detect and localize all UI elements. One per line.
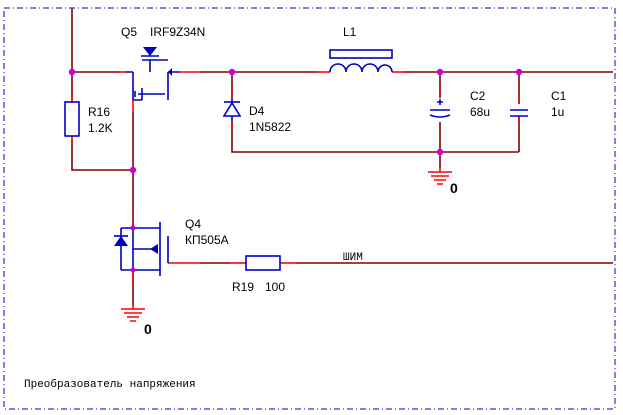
ground-label-bottom: 0	[144, 321, 152, 337]
q4-value: КП505А	[185, 233, 229, 247]
c2-capacitor	[429, 99, 451, 118]
d4-value: 1N5822	[249, 120, 291, 134]
r19-value: 100	[265, 280, 285, 294]
page-border	[3, 7, 616, 410]
r19-ref: R19	[232, 280, 254, 294]
schematic-title: Преобразователь напряжения	[24, 378, 196, 391]
r19-resistor	[245, 255, 281, 271]
pin-stubs	[71, 71, 520, 280]
l1-body	[329, 49, 393, 59]
ground-symbol-top	[428, 168, 452, 185]
r16-resistor	[64, 101, 80, 137]
c1-ref: C1	[551, 89, 567, 103]
l1-ref: L1	[343, 25, 357, 39]
q4-ref: Q4	[185, 217, 201, 231]
q5-mosfet	[126, 47, 180, 101]
c2-ref: C2	[470, 89, 486, 103]
ground-label-top: 0	[450, 180, 458, 196]
l1-inductor	[329, 63, 393, 73]
ground-symbol-bottom	[121, 305, 145, 322]
q5-ref: Q5	[121, 25, 137, 39]
q5-value: IRF9Z34N	[150, 25, 205, 39]
r16-ref: R16	[88, 105, 110, 119]
c1-capacitor	[510, 109, 528, 117]
c2-value: 68u	[470, 105, 490, 119]
junctions	[68, 68, 523, 273]
d4-diode	[222, 98, 242, 122]
net-label-pwm: ШИМ	[343, 252, 363, 264]
r16-value: 1.2K	[88, 121, 113, 135]
d4-ref: D4	[249, 104, 265, 118]
c1-value: 1u	[551, 105, 564, 119]
q4-mosfet	[114, 222, 169, 276]
